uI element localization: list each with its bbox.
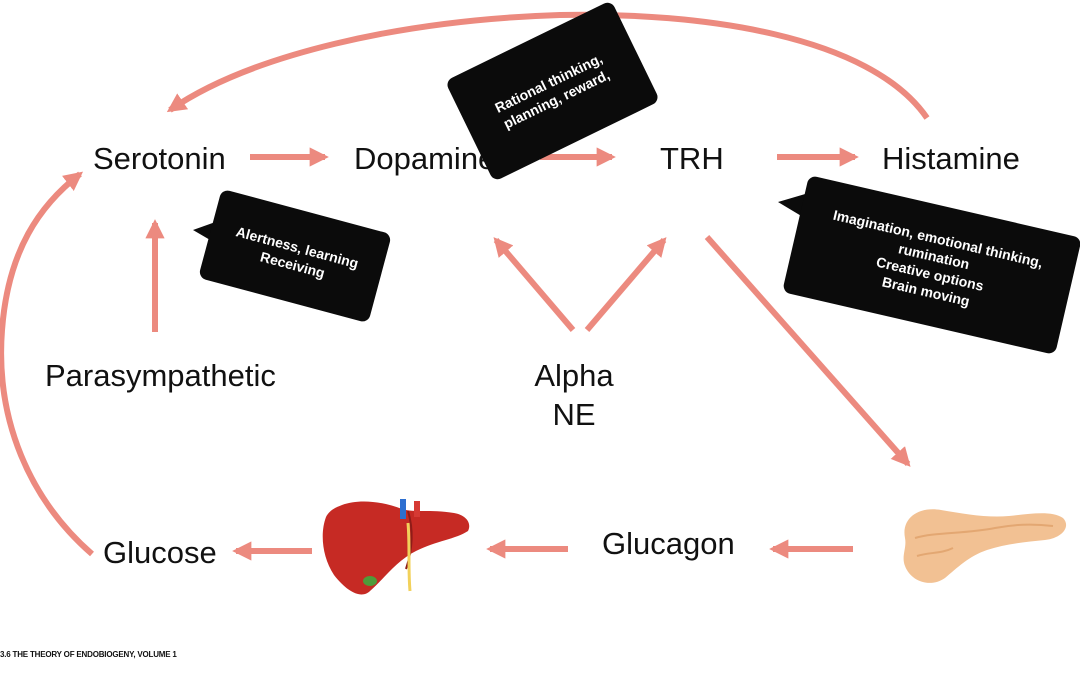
arrow-glucose-to-serotonin [0, 171, 94, 557]
node-parasympathetic: Parasympathetic [45, 358, 276, 393]
node-histamine: Histamine [882, 141, 1020, 176]
node-trh: TRH [660, 141, 724, 176]
node-serotonin: Serotonin [93, 141, 226, 176]
arrow-alpha-to-trh [584, 237, 667, 332]
liver-image [322, 499, 470, 595]
footer-caption: 3.6 THE THEORY OF ENDOBIOGENY, VOLUME 1 [0, 650, 177, 659]
arrow-histamine-to-serotonin [166, 11, 930, 120]
pancreas-image [903, 509, 1067, 583]
node-glucose: Glucose [103, 535, 217, 570]
arrow-trh-to-pancreas [704, 235, 911, 467]
node-ne: NE [552, 396, 596, 432]
node-alpha-ne: Alpha NE [524, 357, 624, 435]
node-glucagon: Glucagon [602, 526, 735, 561]
node-dopamine: Dopamine [354, 141, 496, 176]
arrow-alpha-to-dopamine [493, 237, 576, 332]
node-alpha: Alpha [534, 358, 614, 393]
